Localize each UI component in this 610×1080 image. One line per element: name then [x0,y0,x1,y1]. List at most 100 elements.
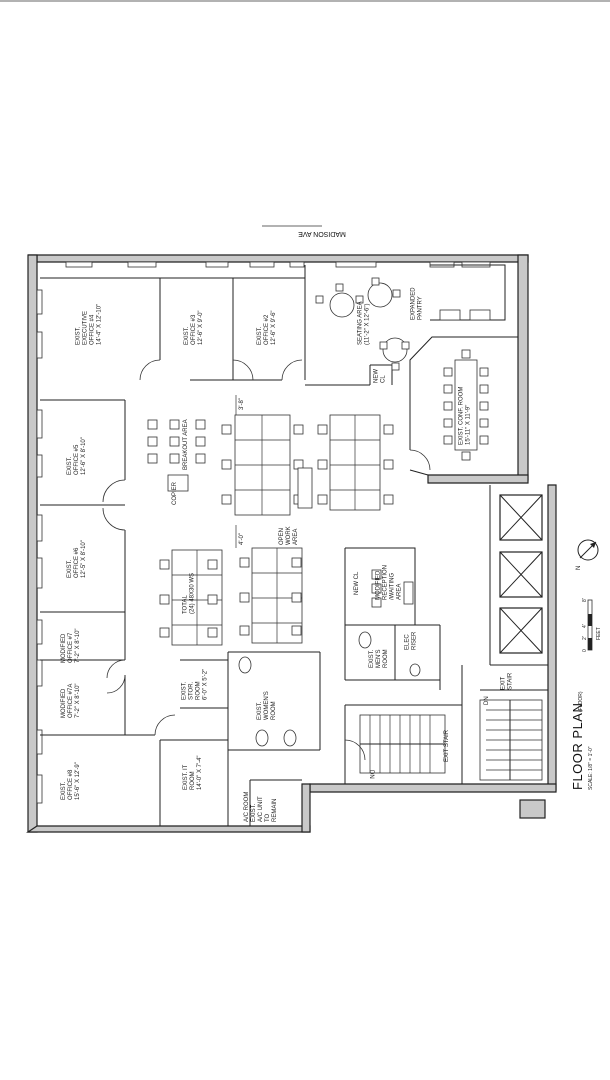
reception-chairs [371,569,414,608]
room-label-line: OPEN [279,528,285,545]
room-label-line: OFFICE #8 [68,769,74,800]
room-label-line: /WAITING [390,573,396,600]
stair-dn-label-1: DN [484,696,490,705]
room-label-line: 7'-2" X 8'-10" [75,683,81,718]
room-label-office2: EXIST.OFFICE #212'-6" X 9'-6" [257,310,277,345]
room-label-workstations: TOTAL(24) 48X30 WS [183,573,196,614]
room-label-line: EXIST. [369,649,375,668]
plan-title: FLOOR PLAN [570,703,585,790]
room-label-line: 12'-6" X 9'-6" [271,310,277,345]
room-label-line: OFFICE #3 [191,314,197,345]
plan-scale: SCALE: 1/8" = 1'-0" [588,746,594,790]
stair-treads [359,699,546,819]
room-label-line: EXIST. [76,326,82,345]
room-label-itroom: EXIST. ITROOM14'-0" X 7'-4" [183,755,203,790]
room-label-line: 12'-5" X 8'-10" [81,540,87,578]
room-label-line: MODIFIED [61,688,67,718]
scale-unit: FEET [596,627,602,640]
dim-label-2: 4'-0" [239,533,245,545]
room-label-line: OFFICE #5 [74,444,80,475]
room-label-line: ROOM [196,681,202,700]
room-label-line: EXIST. [257,326,263,345]
room-label-line: NEW [374,369,380,383]
room-label-line: STOR. [189,681,195,700]
room-label-office4: EXIST.EXECUTIVEOFFICE #414'-4" X 12'-10" [76,304,103,345]
room-label-elec: ELECRISER [405,631,418,650]
title-block: FLOOR PLAN (FLOOR) SCALE: 1/8" = 1'-0" [570,691,594,790]
room-label-line: 14'-4" X 12'-10" [97,304,103,345]
room-label-line: EXIST. [61,781,67,800]
room-label-line: EXIST. [251,803,257,822]
room-label-line: EXIST. [67,559,73,578]
room-label-storage: EXIST.STOR.ROOM6'-0" X 5'-2" [182,669,209,700]
room-label-line: 12'-6" X 8'-10" [81,437,87,475]
room-label-womens: EXIST.WOMEN'SROOM [257,691,277,720]
room-label-line: A/C ROOM [244,792,250,822]
room-label-office6: EXIST.OFFICE #612'-5" X 8'-10" [67,540,87,578]
room-label-line: ELEC [405,634,411,650]
workstations-lower-middle [239,547,303,644]
room-label-line: REMAIN [272,799,278,822]
room-label-line: (24) 48X30 WS [190,573,196,614]
room-label-office5: EXIST.OFFICE #512'-6" X 8'-10" [67,437,87,475]
room-label-line: WOMEN'S [264,691,270,720]
scale-tick-8: 8' [582,598,588,602]
north-arrow-icon: N [576,539,599,570]
scale-tick-2: 2' [582,636,588,640]
seating-area-tables [315,277,410,371]
conference-table [443,349,489,461]
room-label-line: PANTRY [418,296,424,320]
room-label-line: EXIT [501,676,507,690]
room-label-exitstair2: EXIT STAIR [444,729,450,762]
room-label-conf: EXIST. CONF. ROOM15'-11" X 11'-9" [459,387,472,445]
dim-label-1: 3'-8" [239,398,245,410]
room-label-line: A/C UNIT [258,796,264,822]
room-label-mens: EXIST.MEN'SROOM [369,649,389,668]
plan-title-sub: (FLOOR) [578,691,584,712]
room-label-line: RISER [412,631,418,650]
room-label-seating: SEATING AREA(11'-2" X 12'-6") [358,301,371,345]
room-label-line: WORK [286,526,292,545]
room-label-office3: EXIST.OFFICE #312'-6" X 9'-0" [184,310,204,345]
room-label-openwork: OPENWORKAREA [279,526,299,545]
room-label-line: AREA [293,529,299,545]
left-windows [36,289,43,804]
room-label-line: EXECUTIVE [83,311,89,345]
room-label-exitstair1: EXITSTAIR [501,672,514,690]
workstations-upper-right [297,414,394,511]
room-label-line: 15'-11" X 11'-9" [466,405,472,445]
room-label-line: AREA [397,584,403,600]
room-label-line: OFFICE #2 [264,314,270,345]
room-label-line: 7'-2" X 8'-10" [75,628,81,663]
room-label-reception: MODIFIEDRECEPTION/WAITINGAREA [376,565,403,600]
room-label-line: CL [381,375,387,383]
scale-tick-0: 0 [582,649,588,652]
breakout-chairs [147,419,206,492]
room-label-line: EXIST. [257,701,263,720]
room-label-line: ROOM [383,649,389,668]
room-label-newcl1: NEWCL [374,369,387,383]
room-label-line: TOTAL [183,595,189,614]
room-label-line: 14'-0" X 7'-4" [197,755,203,790]
elevator-shafts [499,494,543,654]
room-label-line: STAIR [508,672,514,690]
room-label-line: 15'-6" X 12'-9" [75,762,81,800]
room-label-line: EXIST. IT [183,764,189,790]
workstations-lower-left [159,549,223,646]
room-label-line: (11'-2" X 12'-6") [365,304,371,345]
room-label-line: MODIFIED [61,633,67,663]
room-label-breakout: BREAKOUT AREA [183,419,189,470]
room-label-line: EXIST. [184,326,190,345]
room-label-line: MODIFIED [376,570,382,600]
room-label-line: COPIER [172,481,178,505]
room-label-line: EXIST. CONF. ROOM [459,387,465,445]
scale-bar: 0 2' 4' 8' FEET [582,598,602,652]
scale-tick-4: 4' [582,624,588,628]
stair-dn-label-2: DN [368,770,374,779]
top-windows [65,261,491,268]
room-label-line: OFFICE #6 [74,547,80,578]
room-label-line: ROOM [190,771,196,790]
room-label-line: SEATING AREA [358,301,364,345]
room-label-office8: EXIST.OFFICE #815'-6" X 12'-9" [61,762,81,800]
